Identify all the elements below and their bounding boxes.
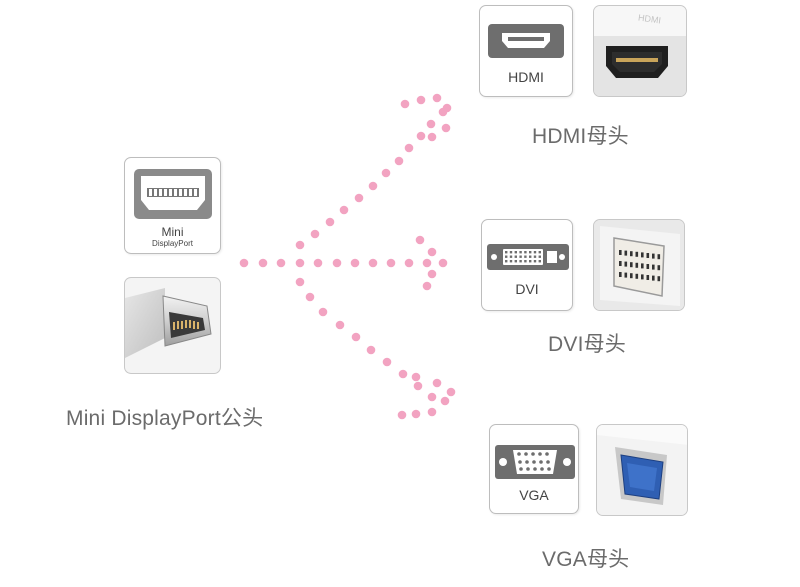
arrow-dot xyxy=(404,143,414,153)
arrow-dot xyxy=(351,332,361,342)
arrow-dot xyxy=(432,378,442,388)
hdmi-caption: HDMI母头 xyxy=(532,125,629,148)
dvi-caption: DVI母头 xyxy=(548,333,627,356)
arrow-dot xyxy=(446,387,456,397)
arrow-dot xyxy=(366,345,376,355)
arrow-dot xyxy=(354,193,364,203)
dvi-card-label: DVI xyxy=(515,281,539,297)
arrow-dot xyxy=(427,269,437,279)
mini-displayport-icon xyxy=(134,169,212,219)
arrow-dot xyxy=(382,357,392,367)
arrow-dot xyxy=(394,156,404,166)
arrow-dot xyxy=(404,258,414,268)
vga-port-photo xyxy=(596,424,688,516)
arrow-dot xyxy=(381,168,391,178)
arrow-dot xyxy=(339,205,349,215)
arrow-dot xyxy=(325,217,335,227)
arrow-dot xyxy=(397,410,407,420)
arrow-dot xyxy=(438,258,448,268)
mini-card-label-line2: DisplayPort xyxy=(152,239,193,248)
arrow-dot xyxy=(426,119,436,129)
arrow-dot xyxy=(441,123,451,133)
arrow-dot xyxy=(295,258,305,268)
mini-displayport-plug-photo xyxy=(124,277,221,374)
vga-card-label: VGA xyxy=(519,487,549,503)
arrow-dot xyxy=(427,407,437,417)
hdmi-port-photo: HDMI xyxy=(593,5,687,97)
arrow-dot xyxy=(427,132,437,142)
dvi-port-icon xyxy=(487,244,569,270)
arrow-dot xyxy=(295,240,305,250)
arrow-dot xyxy=(422,258,432,268)
hdmi-card: HDMI xyxy=(479,5,573,97)
arrow-dot xyxy=(422,281,432,291)
arrow-dot xyxy=(276,258,286,268)
arrow-dot xyxy=(310,229,320,239)
arrow-dot xyxy=(411,372,421,382)
arrow-dot xyxy=(416,131,426,141)
arrow-dot xyxy=(295,277,305,287)
arrow-dot xyxy=(318,307,328,317)
arrow-dot xyxy=(440,396,450,406)
hdmi-port-icon xyxy=(488,24,564,58)
hdmi-card-label: HDMI xyxy=(508,69,544,85)
arrow-dot xyxy=(313,258,323,268)
arrow-dot xyxy=(416,95,426,105)
arrow-dot xyxy=(239,258,249,268)
arrow-dot xyxy=(427,392,437,402)
arrow-dot xyxy=(432,93,442,103)
arrow-dot xyxy=(400,99,410,109)
arrow-dot xyxy=(398,369,408,379)
arrow-dot xyxy=(415,235,425,245)
arrow-dot xyxy=(332,258,342,268)
mini-displayport-card: Mini DisplayPort xyxy=(124,157,221,254)
vga-port-icon xyxy=(495,445,575,479)
arrow-dot xyxy=(427,247,437,257)
arrow-dot xyxy=(350,258,360,268)
arrow-dot xyxy=(413,381,423,391)
dvi-port-photo xyxy=(593,219,685,311)
vga-card: VGA xyxy=(489,424,579,514)
arrow-dot xyxy=(305,292,315,302)
arrow-dot xyxy=(258,258,268,268)
arrow-dot xyxy=(368,181,378,191)
mini-card-label-line1: Mini xyxy=(161,225,184,239)
arrow-dot xyxy=(386,258,396,268)
arrow-dot xyxy=(335,320,345,330)
arrow-dot xyxy=(368,258,378,268)
mini-displayport-caption: Mini DisplayPort公头 xyxy=(66,407,264,430)
arrow-dot xyxy=(411,409,421,419)
arrow-dot xyxy=(442,103,452,113)
vga-caption: VGA母头 xyxy=(542,548,630,571)
dvi-card: DVI xyxy=(481,219,573,311)
